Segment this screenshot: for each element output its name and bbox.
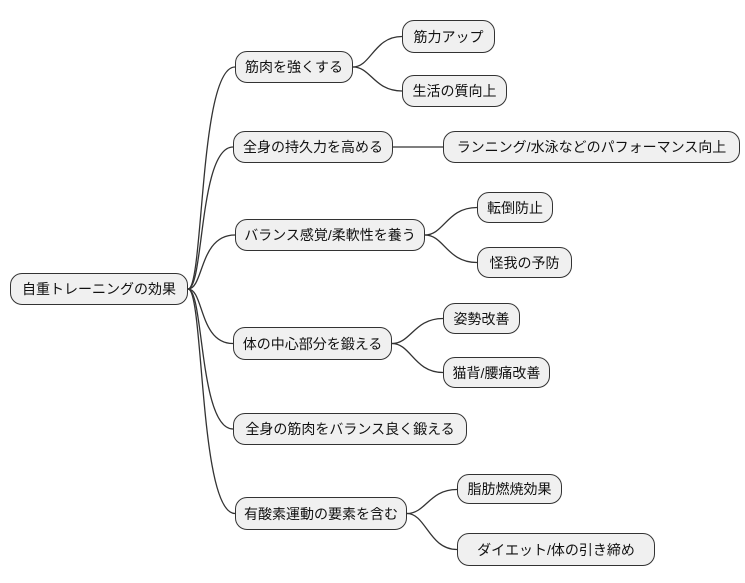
- edge-root-to-core-training: [187, 288, 234, 345]
- edge-aerobic-to-diet-toning: [406, 512, 458, 551]
- edge-balance-to-fall-prevention: [424, 206, 478, 236]
- edge-muscles-to-quality-of-life: [352, 66, 403, 92]
- edge-muscles-to-strength-up: [352, 35, 403, 68]
- node-endurance: 全身の持久力を高める: [233, 131, 393, 163]
- node-fat-burning: 脂肪燃焼効果: [457, 474, 562, 504]
- node-quality-of-life: 生活の質向上: [402, 75, 507, 107]
- node-back-pain-improvement: 猫背/腰痛改善: [443, 357, 550, 388]
- node-root: 自重トレーニングの効果: [10, 273, 188, 305]
- edge-root-to-full-body-balanced: [187, 288, 234, 430]
- edge-root-to-balance-flexibility: [187, 234, 236, 290]
- edge-root-to-strengthen-muscles: [187, 66, 236, 290]
- edge-aerobic-to-fat-burning: [406, 488, 458, 515]
- node-full-body-balanced-training: 全身の筋肉をバランス良く鍛える: [233, 413, 467, 445]
- edge-balance-to-injury-prevention: [424, 234, 478, 264]
- node-core-training: 体の中心部分を鍛える: [233, 327, 392, 360]
- node-muscle-strength-up: 筋力アップ: [402, 20, 495, 53]
- node-posture-improvement: 姿勢改善: [443, 303, 520, 334]
- node-diet-body-toning: ダイエット/体の引き締め: [457, 533, 655, 566]
- node-aerobic-elements: 有酸素運動の要素を含む: [235, 497, 407, 530]
- edge-core-to-posture: [391, 317, 444, 345]
- node-injury-prevention: 怪我の予防: [477, 247, 572, 278]
- edge-core-to-back-pain: [391, 342, 444, 374]
- edge-root-to-aerobic-elements: [187, 288, 236, 515]
- edge-root-to-endurance: [187, 146, 234, 290]
- node-running-swimming-performance: ランニング/水泳などのパフォーマンス向上: [443, 131, 740, 163]
- node-fall-prevention: 転倒防止: [477, 192, 553, 223]
- node-strengthen-muscles: 筋肉を強くする: [235, 51, 353, 83]
- node-balance-flexibility: バランス感覚/柔軟性を養う: [235, 219, 425, 251]
